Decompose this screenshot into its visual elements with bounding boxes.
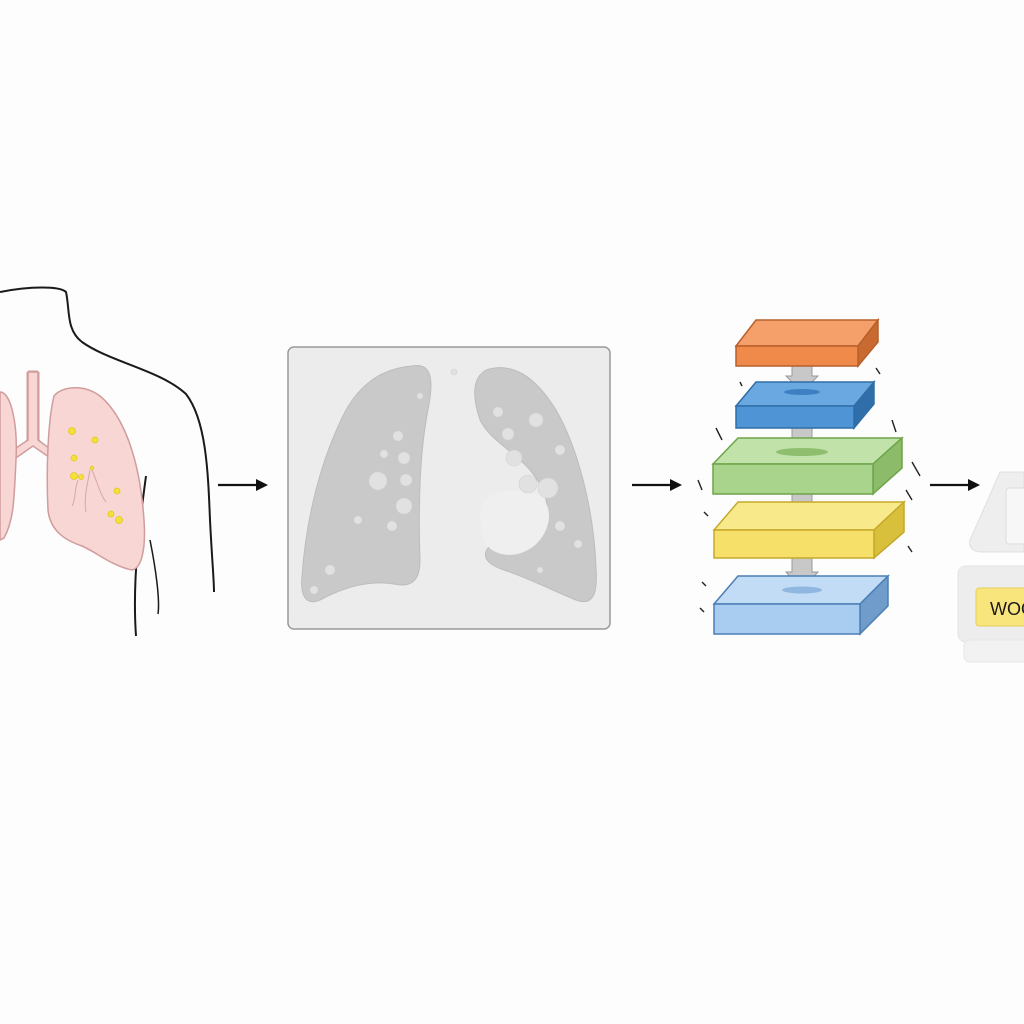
ct-scan-icon — [287, 346, 611, 630]
flow-arrow-1 — [218, 479, 268, 491]
ct-nodule — [324, 564, 336, 576]
ct-heart — [480, 490, 549, 555]
output-label-box — [975, 587, 1024, 627]
ct-nodule — [492, 406, 504, 418]
nodule — [115, 516, 123, 524]
ct-nodule — [554, 444, 566, 456]
layer-blue — [734, 379, 876, 431]
connection-marks — [697, 367, 921, 613]
lung-left — [0, 391, 18, 541]
nodule — [107, 510, 115, 518]
ct-nodule — [416, 392, 424, 400]
ct-nodule — [395, 497, 413, 515]
output-label: WOO — [990, 599, 1024, 619]
layer-green — [711, 436, 904, 496]
network-layers-icon — [697, 317, 921, 636]
ct-nodule — [379, 449, 389, 459]
ct-nodules — [309, 368, 583, 595]
ct-nodule — [537, 477, 559, 499]
arm-line-2 — [149, 539, 160, 615]
ct-nodule — [518, 474, 538, 494]
lung-vessels — [71, 469, 107, 513]
nodule — [113, 487, 121, 495]
flow-arrow-3 — [930, 479, 980, 491]
torso-outline — [0, 286, 215, 593]
ct-nodule — [554, 520, 566, 532]
ct-nodule — [309, 585, 319, 595]
nodule — [68, 427, 76, 435]
nodule — [70, 454, 78, 462]
ct-nodule — [528, 412, 544, 428]
layer-orange — [734, 317, 880, 369]
output-top-inner — [1005, 487, 1024, 545]
nodule — [89, 465, 95, 471]
nodule — [91, 436, 99, 444]
ct-nodule — [505, 449, 523, 467]
ct-nodule — [386, 520, 398, 532]
ct-nodule — [573, 539, 583, 549]
flow-arrow-2 — [632, 479, 682, 491]
nodule — [78, 474, 84, 480]
nodule — [70, 472, 78, 480]
layer-yellow — [712, 500, 906, 560]
ct-nodule — [536, 566, 544, 574]
ct-nodule — [392, 430, 404, 442]
layer-lightblue — [712, 574, 890, 636]
ct-nodule — [399, 473, 413, 487]
torso-lungs-icon — [0, 286, 215, 637]
ct-nodule — [501, 427, 515, 441]
ct-nodule — [397, 451, 411, 465]
output-document-icon: WOO — [957, 471, 1024, 663]
ct-nodule — [353, 515, 363, 525]
ct-nodule — [450, 368, 458, 376]
nodules — [68, 427, 123, 524]
ct-lung-left — [301, 364, 432, 603]
ct-nodule — [368, 471, 388, 491]
output-card-base — [963, 639, 1024, 663]
